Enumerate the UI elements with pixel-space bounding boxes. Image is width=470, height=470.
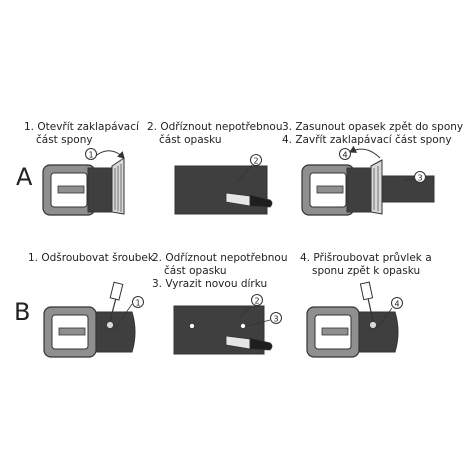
marker-circle [270, 312, 282, 324]
caption-line: 4. Přišroubovat průvlek a [300, 252, 432, 264]
marker-label: 1 [88, 151, 93, 160]
belt-end [358, 311, 399, 353]
belt-hole [189, 323, 195, 329]
marker-label: 3 [417, 174, 422, 183]
screw [106, 321, 114, 329]
marker-circle [85, 148, 97, 160]
illustration-b2: 2 3 [173, 294, 282, 355]
caption-line: část spony [36, 134, 93, 146]
close-arrow [349, 145, 381, 159]
caption-line: část opasku [159, 134, 222, 146]
illustration-b1: 1 [43, 281, 144, 358]
illustration-b3: 4 [306, 281, 403, 358]
caption-line: 4. Zavřít zaklapávací část spony [282, 134, 452, 146]
marker-circle [414, 171, 426, 183]
knife-handle [249, 337, 273, 351]
caption-a2: 2. Odříznout nepotřebnou část opasku [147, 121, 283, 147]
caption-line: 2. Odříznout nepotřebnou [147, 121, 283, 133]
marker-label: 4 [394, 300, 399, 309]
screw [369, 321, 377, 329]
open-arrow [93, 150, 125, 159]
marker-circle [250, 154, 262, 166]
row-label-a: A [16, 163, 33, 191]
screwdriver-shaft [367, 297, 374, 322]
caption-a3: 3. Zasunout opasek zpět do spony 4. Zavř… [282, 121, 463, 147]
belt-end [95, 311, 136, 353]
closing-flap [370, 159, 383, 215]
screwdriver-shaft [109, 297, 117, 322]
marker-circle [339, 148, 351, 160]
clasp-body [346, 167, 372, 213]
illustration-a3: 4 3 [301, 145, 435, 216]
caption-line: 2. Odříznout nepotřebnou [152, 252, 288, 264]
caption-line: sponu zpět k opasku [312, 265, 421, 277]
marker-label: 3 [273, 315, 278, 324]
illustration-a2: 2 [174, 154, 273, 215]
caption-b1: 1. Odšroubovat šroubek [28, 252, 154, 265]
screwdriver-handle [109, 281, 124, 301]
caption-line: 1. Otevřít zaklapávací [24, 121, 139, 133]
caption-b3: 4. Přišroubovat průvlek a sponu zpět k o… [300, 252, 432, 278]
clasp-body [87, 167, 113, 213]
marker-circle [251, 294, 263, 306]
buckle-prong [57, 185, 85, 194]
buckle-prong [321, 327, 349, 336]
marker-label: 2 [253, 157, 258, 166]
screwdriver-handle [359, 281, 374, 301]
marker-label: 2 [254, 297, 259, 306]
illustration-a1: 1 [42, 148, 125, 216]
row-label-b: B [14, 298, 31, 326]
marker-circle [391, 297, 403, 309]
caption-a1: 1. Otevřít zaklapávací část spony [24, 121, 139, 147]
marker-circle [132, 296, 144, 308]
buckle-prong [58, 327, 86, 336]
new-hole [240, 323, 246, 329]
caption-line: část opasku [164, 265, 227, 277]
caption-line: 1. Odšroubovat šroubek [28, 252, 154, 264]
marker-label: 1 [135, 299, 140, 308]
belt-end [174, 165, 268, 215]
caption-b2: 2. Odříznout nepotřebnou část opasku 3. … [152, 252, 288, 291]
knife-handle [249, 194, 273, 208]
buckle-prong [316, 185, 344, 194]
marker-label: 4 [342, 151, 347, 160]
caption-line: 3. Vyrazit novou dírku [152, 278, 268, 290]
caption-line: 3. Zasunout opasek zpět do spony [282, 121, 464, 133]
